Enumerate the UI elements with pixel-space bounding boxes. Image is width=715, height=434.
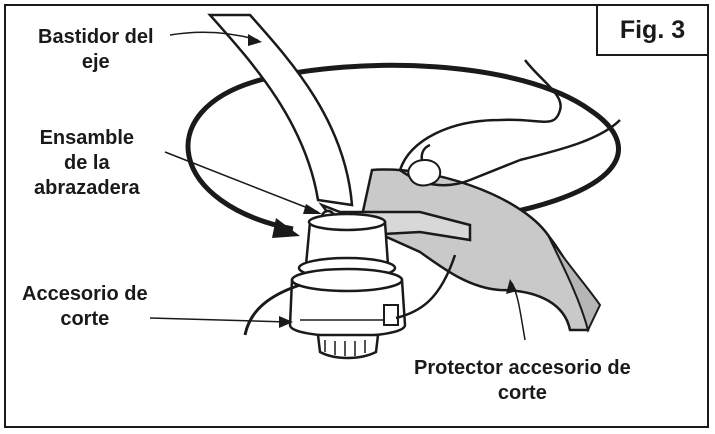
trim-line-left [243,283,301,336]
label-clamp-assembly-line2: de la [64,152,110,174]
label-shaft-housing-line1: Bastidor del [38,26,154,48]
label-cutting-attachment: Accesorio de corte [22,282,148,332]
label-attachment-guard: Protector accesorio de corte [414,356,631,406]
label-clamp-assembly: Ensamble de la abrazadera [34,126,140,201]
label-cutting-attachment-line2: corte [60,308,110,330]
label-cutting-attachment-line1: Accesorio de [22,283,148,305]
guard-lip [547,234,602,333]
hand [398,59,621,187]
label-clamp-assembly-line3: abrazadera [34,177,140,199]
label-shaft-housing-line2: eje [81,51,110,73]
label-attachment-guard-line2: corte [497,382,547,404]
shaft-housing [207,13,354,207]
rotation-arrow-ring [185,62,621,232]
thumb [407,158,442,187]
spool-bump-knob [316,333,380,360]
rotation-arrow-head [272,218,300,238]
spool-eyelet [383,304,399,326]
leader-clamp [164,151,319,213]
figure-number: Fig. 3 [596,4,709,56]
figure-number-label: Fig. 3 [619,15,686,44]
leader-attachment [149,317,289,323]
trim-line-right [395,254,457,320]
label-shaft-housing: Bastidor del eje [38,25,154,75]
label-attachment-guard-line1: Protector accesorio de [414,357,631,379]
label-clamp-assembly-line1: Ensamble [39,127,135,149]
